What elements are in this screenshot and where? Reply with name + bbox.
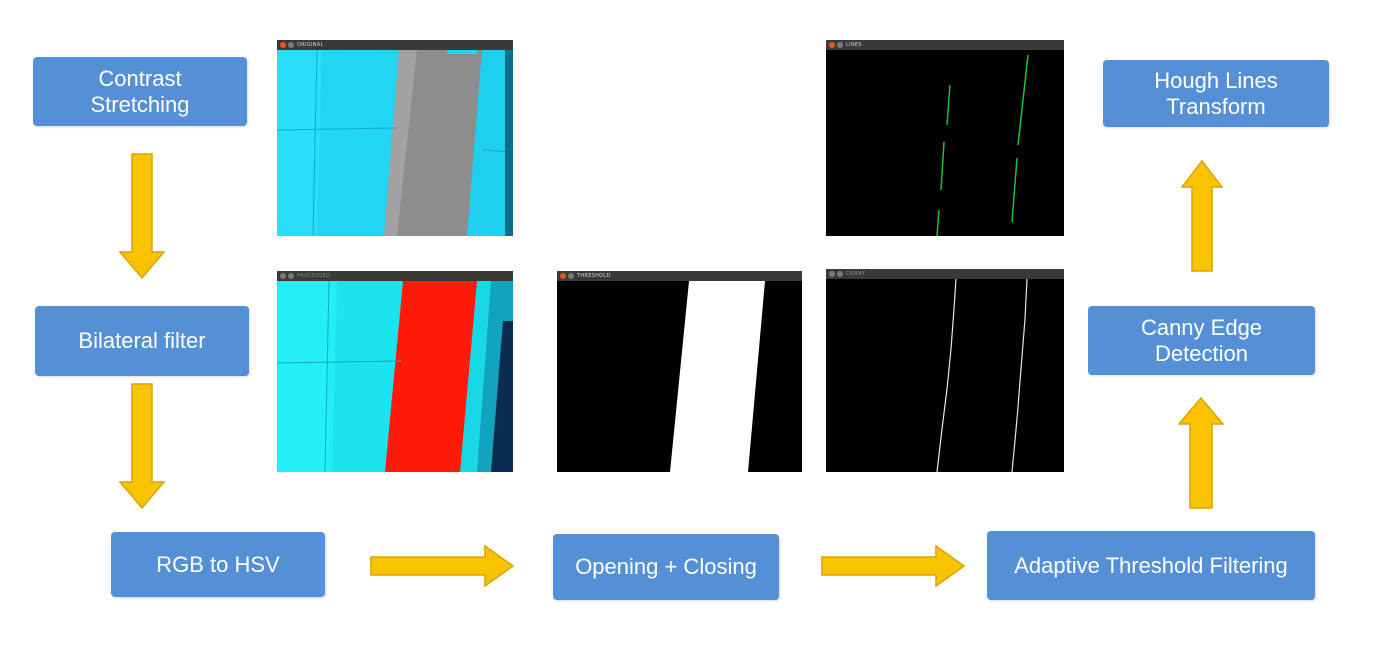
arrow-down-1 [119,153,165,279]
step-canny-edge-detection: Canny Edge Detection [1088,306,1315,375]
step-bilateral-filter: Bilateral filter [35,306,249,376]
minimize-icon [288,42,294,48]
arrow-right-2 [821,545,965,587]
window-titlebar: CANNY [826,269,1064,279]
window-titlebar: LINES [826,40,1064,50]
minimize-icon [568,273,574,279]
canny-image [826,279,1064,472]
arrow-down-2 [119,383,165,509]
close-icon [560,273,566,279]
step-adaptive-threshold: Adaptive Threshold Filtering [987,531,1315,600]
processed-image-window: PROCESSED [277,271,513,472]
step-opening-closing: Opening + Closing [553,534,779,600]
step-hough-lines-transform: Hough Lines Transform [1103,60,1329,127]
threshold-image-window: THRESHOLD [557,271,802,472]
minimize-icon [288,273,294,279]
window-title: ORIGINAL [297,42,324,48]
arrow-up-1 [1178,397,1224,509]
threshold-image [557,281,802,472]
lines-image [826,50,1064,236]
window-titlebar: PROCESSED [277,271,513,281]
window-titlebar: THRESHOLD [557,271,802,281]
arrow-up-2 [1181,160,1223,272]
close-icon [280,273,286,279]
window-title: LINES [846,42,862,48]
step-rgb-to-hsv: RGB to HSV [111,532,325,597]
close-icon [829,42,835,48]
processed-image [277,281,513,472]
original-image-window: ORIGINAL [277,40,513,236]
close-icon [829,271,835,277]
step-contrast-stretching: Contrast Stretching [33,57,247,126]
arrow-right-1 [370,545,514,587]
window-title: PROCESSED [297,273,331,279]
window-title: THRESHOLD [577,273,611,279]
minimize-icon [837,271,843,277]
window-titlebar: ORIGINAL [277,40,513,50]
close-icon [280,42,286,48]
minimize-icon [837,42,843,48]
original-image [277,50,513,236]
canny-image-window: CANNY [826,269,1064,472]
lines-image-window: LINES [826,40,1064,236]
window-title: CANNY [846,271,865,277]
